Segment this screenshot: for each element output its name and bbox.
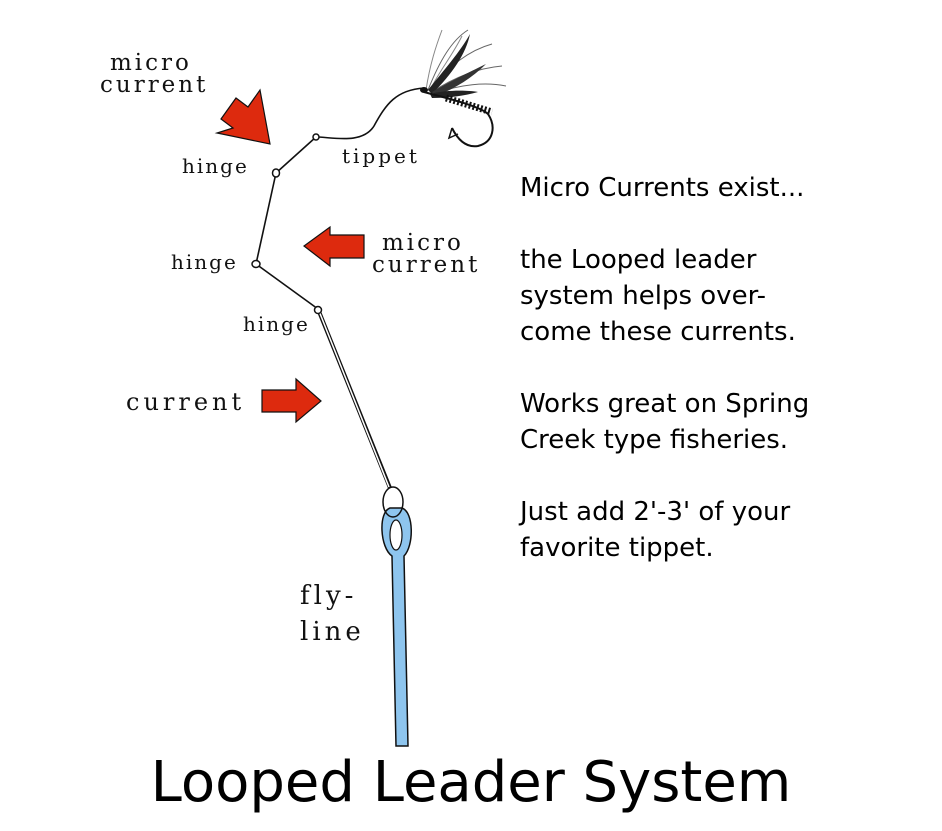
page-title: Looped Leader System (150, 750, 792, 815)
label-micro-current-top-line1: micro (110, 50, 192, 76)
hinge-knots (251, 133, 323, 315)
fly-line (381, 507, 412, 747)
label-fly-line: fly- line (300, 578, 365, 650)
hinge-knot-low (313, 305, 323, 315)
label-hinge-low: hinge (243, 312, 310, 336)
notes-line: Creek type fisheries. (520, 425, 789, 455)
label-micro-current-mid-line1: micro (382, 230, 464, 256)
notes-heading: Micro Currents exist... (520, 173, 805, 203)
notes-line: Just add 2'-3' of your (520, 497, 791, 527)
label-current: current (126, 388, 246, 416)
notes-line: system helps over- (520, 281, 766, 311)
hinge-knot-tippet (312, 133, 320, 141)
notes-line: come these currents. (520, 317, 796, 347)
notes-para-2: Works great on Spring Creek type fisheri… (520, 386, 930, 458)
label-tippet: tippet (342, 144, 420, 168)
leader-butt-loop (382, 486, 404, 518)
notes-line: the Looped leader (520, 245, 757, 275)
hinge-knot-mid (251, 259, 261, 269)
label-hinge-mid: hinge (171, 250, 238, 274)
notes-para-1: the Looped leader system helps over- com… (520, 242, 930, 350)
arrow-micro-current-top (214, 88, 271, 145)
notes-para-3: Just add 2'-3' of your favorite tippet. (520, 494, 930, 566)
description-notes: Micro Currents exist... the Looped leade… (520, 170, 930, 602)
fly-line-loop-hole (389, 519, 403, 551)
label-hinge-top: hinge (182, 154, 249, 178)
label-micro-current-top-line2: current (100, 72, 209, 98)
label-micro-current-mid: micro current (372, 230, 481, 278)
arrow-micro-current-mid (302, 225, 365, 268)
hinge-knot-top (271, 168, 281, 178)
label-micro-current-top: micro current (100, 50, 209, 98)
label-micro-current-mid-line2: current (372, 252, 481, 278)
arrow-current (261, 377, 322, 424)
label-fly-line-line2: line (300, 617, 365, 647)
notes-line: favorite tippet. (520, 533, 714, 563)
leader-line (255, 87, 425, 489)
notes-line: Works great on Spring (520, 389, 810, 419)
label-fly-line-line1: fly- (300, 581, 358, 611)
fly (420, 29, 507, 148)
